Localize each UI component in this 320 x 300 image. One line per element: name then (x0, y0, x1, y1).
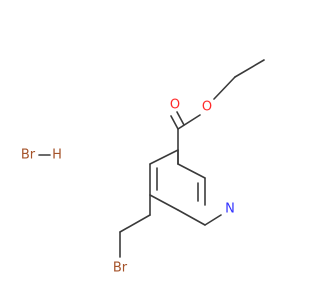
ethyl-methyl-bond (234, 59, 265, 78)
ring-bond-c5-c4 (149, 194, 179, 211)
ring-bond-c3-c2 (177, 163, 206, 179)
ring-bond-c6-c5 (177, 209, 206, 226)
hbr-bromine-label: Br (21, 148, 36, 163)
ester-oxygen-label: O (202, 100, 212, 115)
carbonyl-oxygen-label: O (170, 98, 180, 113)
hbr-hydrogen-label: H (52, 148, 62, 163)
ring-bond-n-c6 (204, 214, 222, 226)
ring-nitrogen-label: N (225, 202, 235, 217)
carbonyl-double-bond-a (170, 115, 179, 130)
ethyl-to-oxygen-bond (213, 76, 236, 100)
carbonyl-double-bond-b (176, 111, 185, 126)
chemical-structure: Br H O O N Br (21, 59, 265, 276)
ester-oxygen-to-carbonyl-bond (177, 114, 201, 130)
bromomethyl-bromine-label: Br (113, 261, 128, 276)
methylene-bond (119, 214, 151, 233)
ring-bond-c3-top (149, 149, 179, 165)
